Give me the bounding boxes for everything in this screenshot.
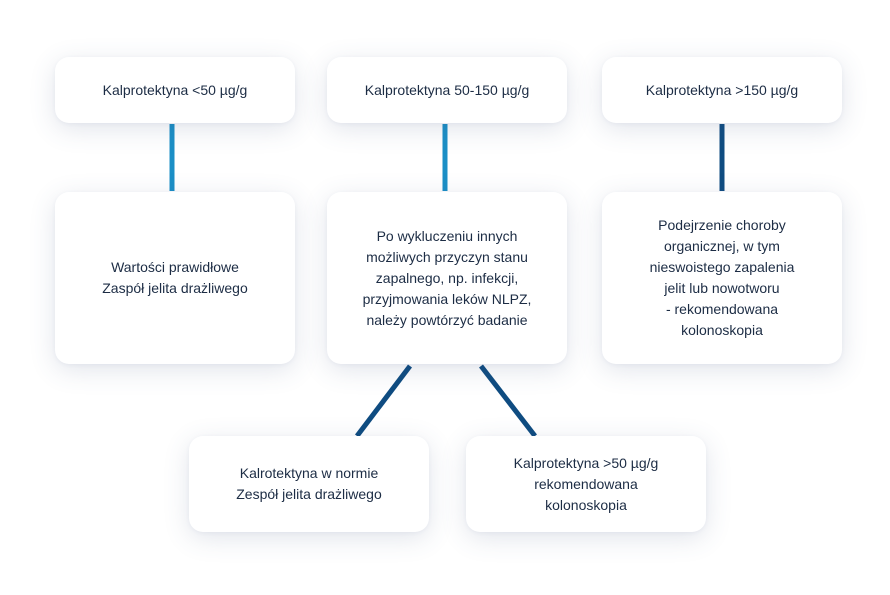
- box-calprotectin-low-label: Kalprotektyna <50 µg/g: [102, 81, 248, 98]
- box-result-colonoscopy-text: Kalprotektyna >50 µg/g rekomendowana kol…: [513, 454, 659, 513]
- box-organic-disease: Podejrzenie choroby organicznej, w tym n…: [602, 192, 842, 364]
- box-normal-values: Wartości prawidłowe Zaspół jelita drażli…: [55, 192, 295, 364]
- box-repeat-test-text: Po wykluczeniu innych możliwych przyczyn…: [362, 227, 532, 328]
- connector-branch-right: [479, 364, 537, 438]
- box-calprotectin-low: Kalprotektyna <50 µg/g: [55, 57, 295, 123]
- box-result-normal-text: Kalrotektyna w normie Zespół jelita draż…: [236, 465, 382, 502]
- box-calprotectin-mid-label: Kalprotektyna 50-150 µg/g: [364, 81, 530, 98]
- box-organic-disease-text: Podejrzenie choroby organicznej, w tym n…: [649, 217, 795, 338]
- box-calprotectin-high-label: Kalprotektyna >150 µg/g: [645, 81, 799, 98]
- box-result-normal: Kalrotektyna w normie Zespół jelita draż…: [189, 436, 429, 532]
- box-calprotectin-mid: Kalprotektyna 50-150 µg/g: [327, 57, 567, 123]
- box-repeat-test: Po wykluczeniu innych możliwych przyczyn…: [327, 192, 567, 364]
- box-calprotectin-high: Kalprotektyna >150 µg/g: [602, 57, 842, 123]
- connector-branch-left: [355, 364, 412, 438]
- box-result-colonoscopy: Kalprotektyna >50 µg/g rekomendowana kol…: [466, 436, 706, 532]
- box-normal-values-text: Wartości prawidłowe Zaspół jelita drażli…: [102, 259, 248, 296]
